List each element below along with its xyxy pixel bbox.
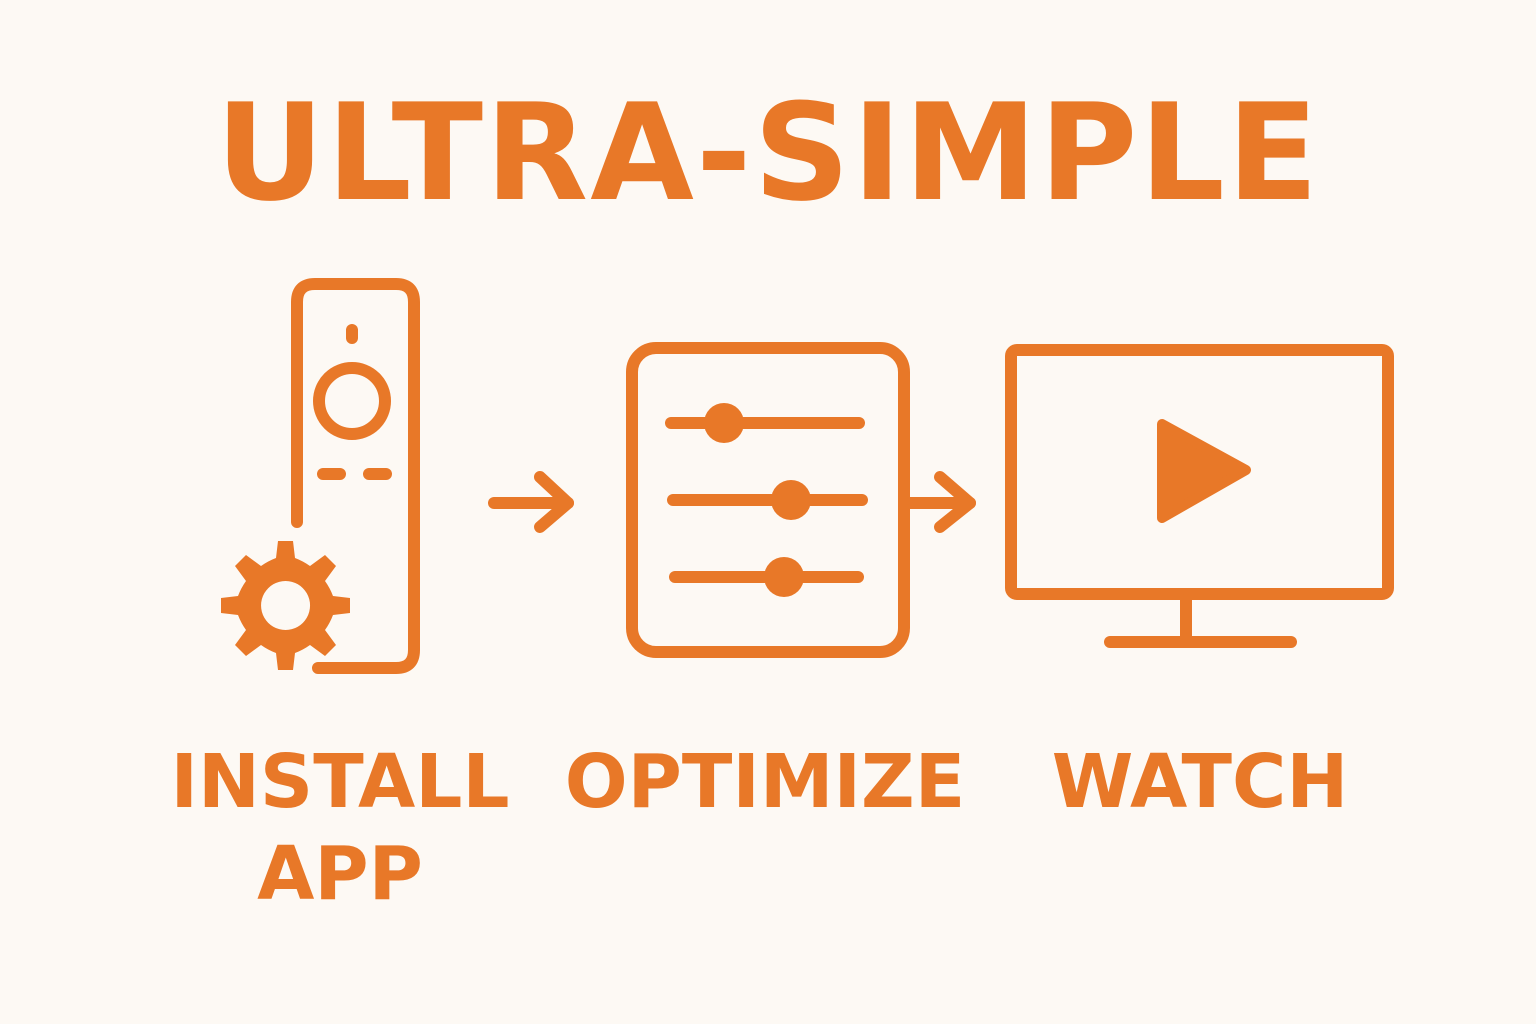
step-label-watch: WATCH	[1030, 736, 1370, 828]
step-label-line: APP	[257, 831, 423, 917]
step-label-optimize: OPTIMIZE	[560, 736, 970, 828]
slider-knob	[771, 480, 811, 520]
remote-with-gear-icon	[221, 278, 420, 674]
arrow-right-icon	[904, 471, 976, 533]
play-icon	[1157, 419, 1251, 523]
slider-knob	[764, 557, 804, 597]
arrow-right-icon	[488, 471, 574, 533]
tv-play-icon	[1005, 344, 1394, 648]
gear-icon	[221, 541, 350, 670]
step-label-line: WATCH	[1051, 739, 1349, 825]
slider-knob	[704, 403, 744, 443]
page-title: ULTRA-SIMPLE	[215, 75, 1321, 231]
sliders-panel-icon	[626, 342, 910, 658]
step-label-install: INSTALL APP	[160, 736, 520, 920]
step-label-line: OPTIMIZE	[564, 739, 966, 825]
step-label-line: INSTALL	[170, 739, 510, 825]
